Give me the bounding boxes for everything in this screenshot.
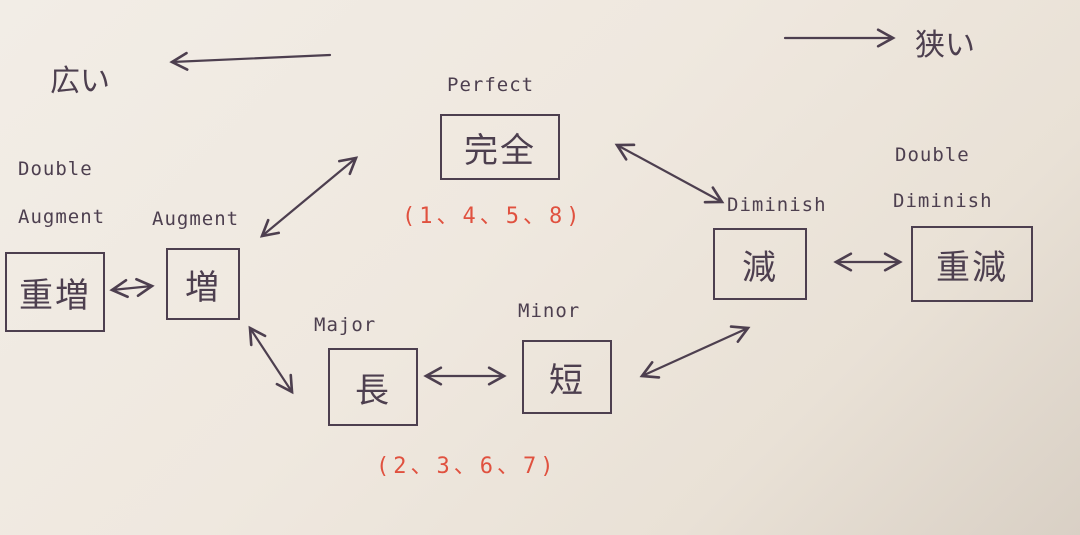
perfect-label: Perfect — [447, 74, 535, 96]
augment-label: Augment — [152, 208, 240, 230]
augment-box: 増 — [166, 248, 240, 320]
double-augment-kanji: 重増 — [19, 275, 91, 316]
double-diminish-box: 重減 — [911, 226, 1033, 302]
double-diminish-kanji: 重減 — [936, 247, 1008, 288]
narrow-label: 狭い — [915, 28, 975, 63]
wide-label: 広い — [50, 64, 110, 99]
arrow-minor-diminish — [639, 325, 751, 379]
diminish-kanji: 減 — [742, 247, 778, 288]
double-augment-label-line1: Double — [18, 158, 93, 180]
arrow-augment-perfect — [259, 156, 359, 238]
minor-label: Minor — [518, 300, 581, 322]
perfect-box: 完全 — [440, 114, 560, 180]
perfect-degrees: (1、4、5、8) — [402, 204, 584, 229]
minor-kanji: 短 — [549, 360, 585, 401]
minor-box: 短 — [522, 340, 612, 414]
augment-kanji: 増 — [185, 267, 221, 308]
arrow-augment-major — [248, 325, 294, 395]
arrow-perfect-diminish — [614, 143, 725, 204]
imperfect-degrees: (2、3、6、7) — [376, 454, 558, 479]
major-kanji: 長 — [355, 370, 391, 411]
double-diminish-label-line2: Diminish — [893, 190, 993, 212]
double-diminish-label-line1: Double — [895, 144, 970, 166]
double-augment-label-line2: Augment — [18, 206, 106, 228]
arrow-double-augment-augment — [109, 277, 155, 299]
wide-direction-arrow — [169, 51, 332, 71]
diminish-box: 減 — [713, 228, 807, 300]
double-augment-box: 重増 — [5, 252, 105, 332]
major-label: Major — [314, 314, 377, 336]
major-box: 長 — [328, 348, 418, 426]
diminish-label: Diminish — [727, 194, 827, 216]
perfect-kanji: 完全 — [464, 130, 536, 171]
